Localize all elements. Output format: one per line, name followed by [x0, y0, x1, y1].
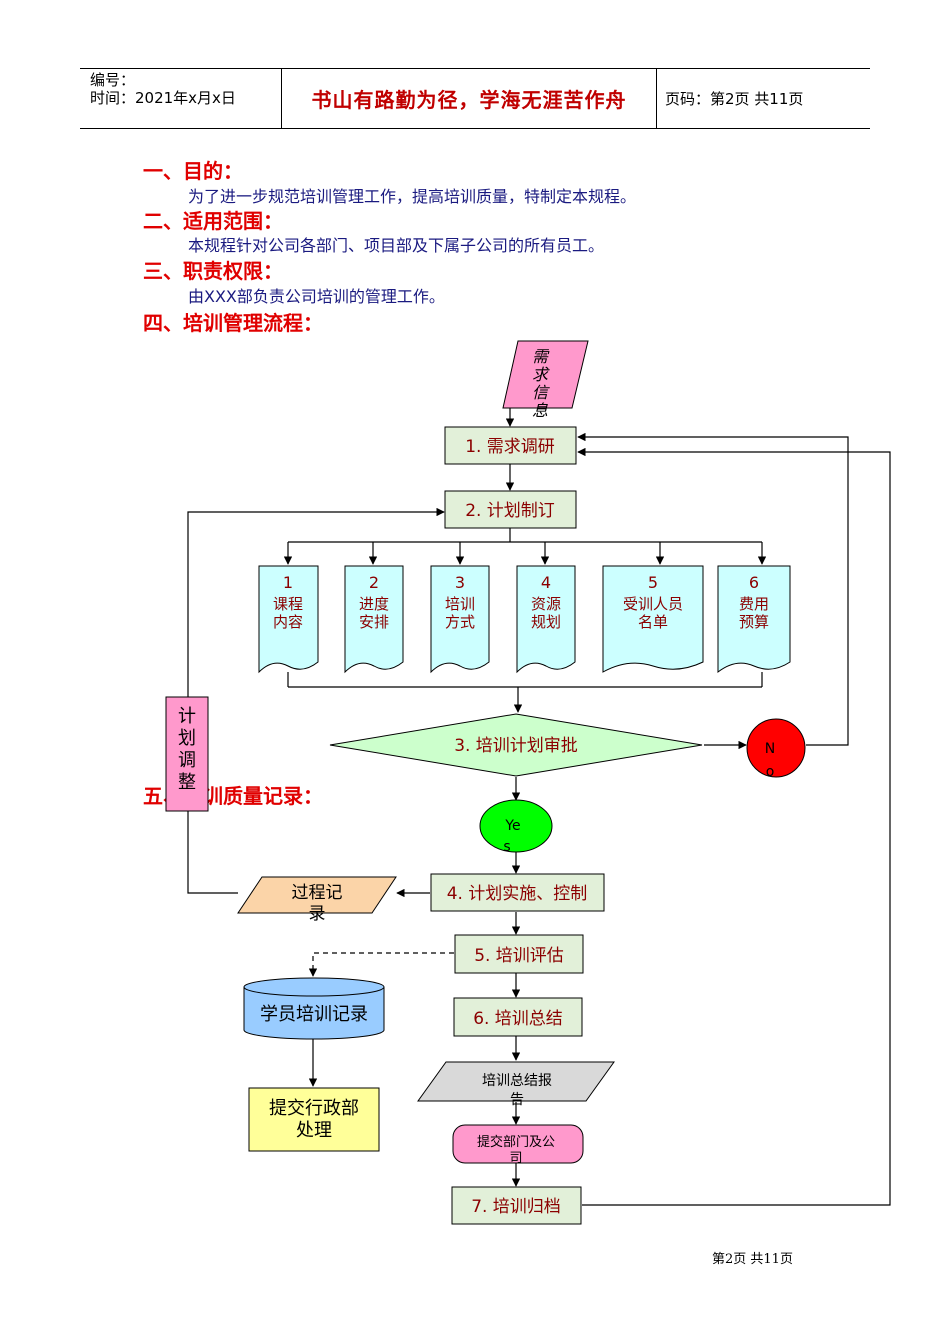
process-record-line2: 录: [309, 904, 326, 924]
header-divider-left: [281, 68, 282, 129]
doc-4-num: 4: [541, 573, 551, 592]
no-circle: N o: [746, 718, 806, 780]
process-record-line1: 过程记: [292, 883, 343, 903]
doc-5-line1: 受训人员: [623, 595, 683, 613]
doc-cost-budget: 6 费用 预算: [717, 565, 791, 674]
header-time-label: 时间：2021年x月x日: [90, 89, 236, 107]
doc-training-method: 3 培训 方式: [430, 565, 490, 674]
header-motto: 书山有路勤为径，学海无涯苦作舟: [311, 88, 627, 112]
submit-admin-line1: 提交行政部: [269, 1098, 359, 1119]
step-2-label: 2. 计划制订: [465, 501, 555, 521]
header-divider-right: [656, 68, 657, 129]
doc-resource-plan: 4 资源 规划: [516, 565, 576, 674]
step-7-box: 7. 培训归档: [451, 1186, 582, 1225]
plan-adjust-char-4: 整: [178, 772, 196, 793]
doc-course-content: 1 课程 内容: [258, 565, 319, 674]
student-record-label: 学员培训记录: [260, 1004, 368, 1025]
plan-adjust-char-3: 调: [178, 750, 196, 771]
doc-6-line1: 费用: [739, 595, 769, 613]
step-1-box: 1. 需求调研: [444, 426, 577, 465]
step-2-box: 2. 计划制订: [444, 490, 577, 529]
doc-5-num: 5: [648, 573, 658, 592]
section-4-title: 四、培训管理流程：: [143, 311, 323, 335]
yes-label-line2: s: [503, 839, 510, 855]
submit-admin-line2: 处理: [296, 1120, 332, 1141]
doc-5-line2: 名单: [638, 613, 668, 631]
yes-label-line1: Ye: [504, 818, 520, 834]
submit-dept-line1: 提交部门及公: [477, 1134, 555, 1150]
section-2-body: 本规程针对公司各部门、项目部及下属子公司的所有员工。: [188, 236, 605, 255]
no-label-line2: o: [766, 764, 775, 780]
doc-2-line1: 进度: [359, 595, 389, 613]
footer-page-number: 第2页 共11页: [712, 1252, 793, 1267]
yes-circle: Ye s: [479, 799, 553, 855]
header-top-rule: [80, 68, 870, 69]
step-4-box: 4. 计划实施、控制: [430, 873, 605, 912]
step-3-label: 3. 培训计划审批: [454, 736, 578, 756]
step-6-box: 6. 培训总结: [453, 997, 583, 1037]
doc-3-line1: 培训: [445, 595, 475, 613]
header-page-label: 页码：第2页 共11页: [665, 90, 804, 108]
plan-adjust-char-2: 划: [178, 728, 196, 749]
no-label-line1: N: [765, 741, 775, 757]
summary-report-line2: 告: [510, 1092, 524, 1108]
plan-adjust-box: 计 划 调 整: [165, 696, 209, 812]
doc-6-line2: 预算: [739, 613, 769, 631]
doc-4-line2: 规划: [531, 613, 561, 631]
step-6-label: 6. 培训总结: [473, 1009, 563, 1029]
doc-1-line1: 课程: [273, 595, 303, 613]
summary-report-shape: 培训总结报 告: [417, 1061, 615, 1108]
section-1-title: 一、目的：: [143, 159, 243, 183]
doc-trainee-list: 5 受训人员 名单: [602, 565, 704, 673]
demand-info-char-3: 信: [532, 383, 550, 402]
section-3-body: 由XXX部负责公司培训的管理工作。: [188, 287, 445, 306]
step-7-label: 7. 培训归档: [471, 1197, 561, 1217]
step-5-label: 5. 培训评估: [474, 946, 564, 966]
demand-info-char-1: 需: [532, 347, 550, 366]
header-bottom-rule: [80, 128, 870, 129]
demand-info-char-2: 求: [532, 365, 550, 384]
doc-6-num: 6: [749, 573, 759, 592]
step-3-diamond: 3. 培训计划审批: [329, 713, 703, 777]
doc-schedule: 2 进度 安排: [344, 565, 404, 674]
submit-dept-box: 提交部门及公 司: [452, 1124, 584, 1166]
doc-4-line1: 资源: [531, 595, 561, 613]
section-2-title: 二、适用范围：: [143, 209, 283, 233]
demand-info-char-4: 息: [532, 401, 548, 420]
submit-dept-line2: 司: [509, 1151, 522, 1166]
step-1-label: 1. 需求调研: [465, 437, 555, 457]
doc-2-line2: 安排: [359, 613, 389, 631]
step-5-box: 5. 培训评估: [454, 934, 584, 974]
demand-info-shape: 需 求 信 息: [502, 340, 589, 420]
step-4-label: 4. 计划实施、控制: [447, 884, 588, 904]
submit-admin-box: 提交行政部 处理: [248, 1087, 380, 1152]
doc-2-num: 2: [369, 573, 379, 592]
doc-3-num: 3: [455, 573, 465, 592]
plan-adjust-char-1: 计: [178, 706, 196, 727]
summary-report-line1: 培训总结报: [482, 1073, 552, 1089]
header-number-label: 编号：: [90, 71, 136, 89]
process-record-shape: 过程记 录: [237, 876, 397, 924]
student-record-cylinder: 学员培训记录: [243, 977, 385, 1040]
section-1-body: 为了进一步规范培训管理工作，提高培训质量，特制定本规程。: [188, 187, 637, 206]
doc-1-num: 1: [283, 573, 293, 592]
doc-3-line2: 方式: [445, 613, 475, 631]
section-3-title: 三、职责权限：: [143, 259, 283, 283]
doc-1-line2: 内容: [273, 613, 303, 631]
